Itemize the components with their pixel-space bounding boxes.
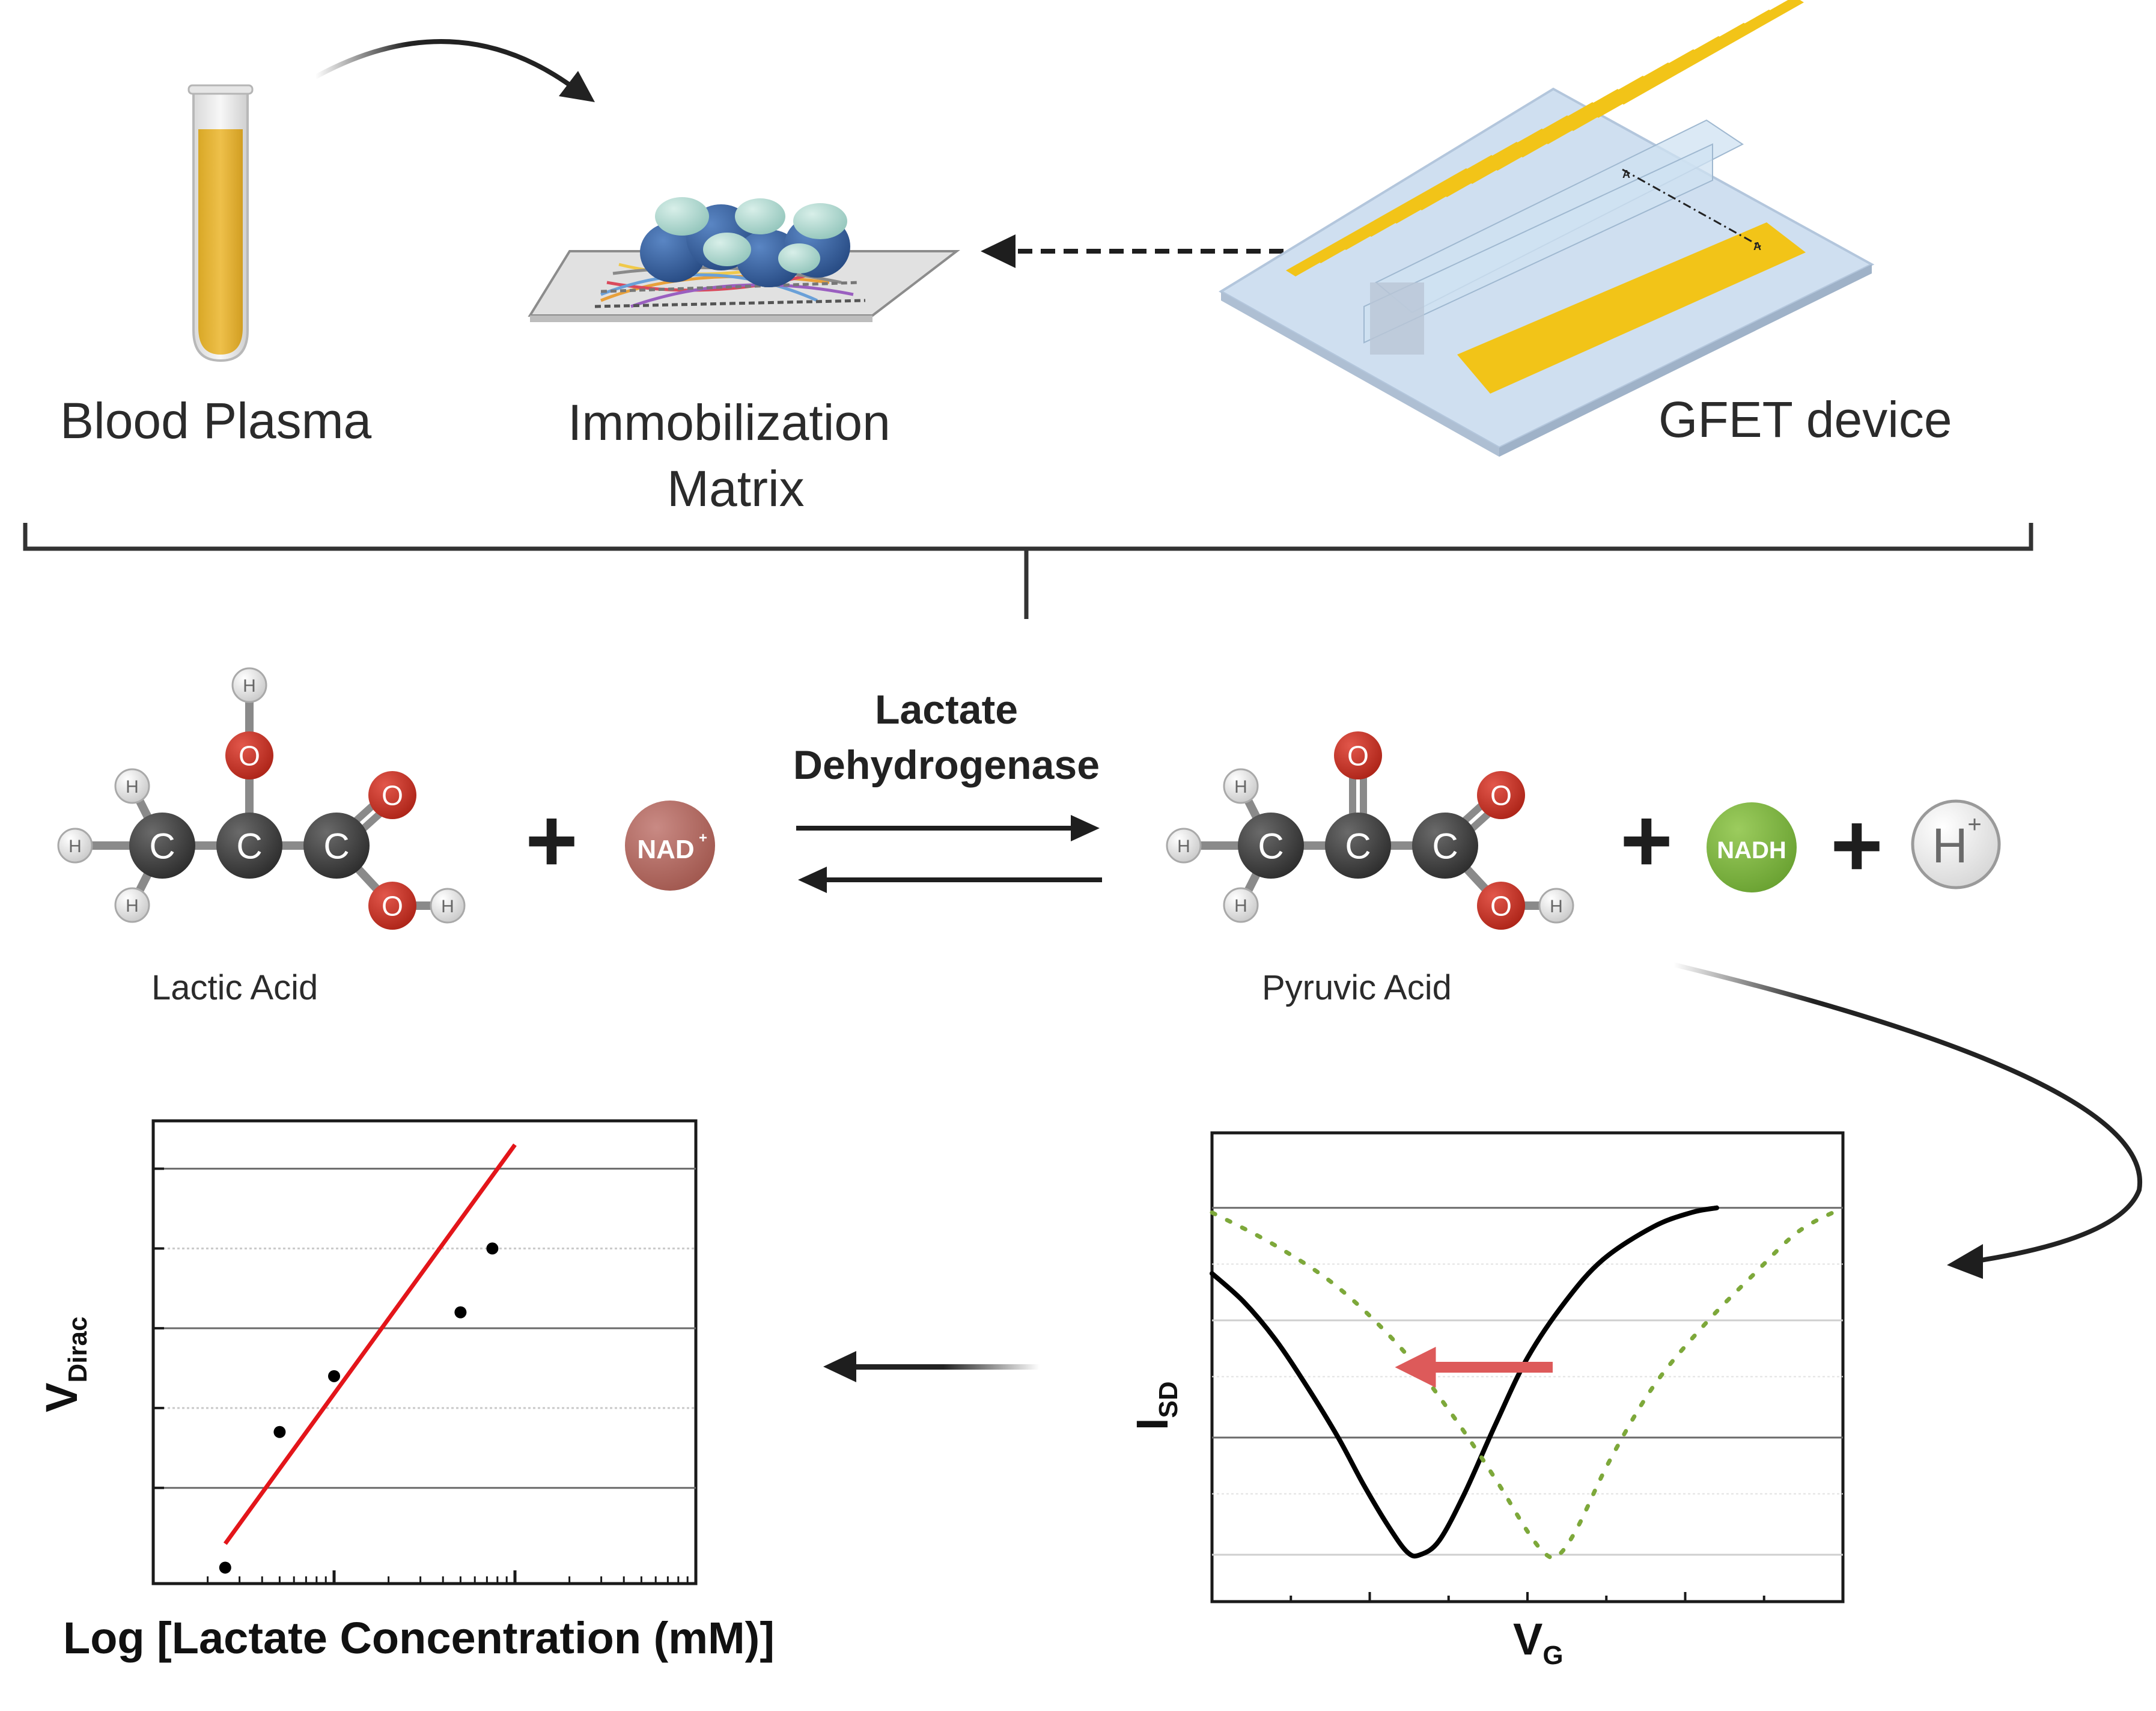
- carbon-atom: C: [303, 813, 370, 879]
- plus-sign: +: [525, 790, 578, 891]
- hydrogen-atom: H: [57, 828, 93, 864]
- svg-text:H: H: [1177, 837, 1190, 856]
- chart2-x-axis-label: VG: [1513, 1614, 1564, 1670]
- oxygen-atom: O: [1477, 771, 1525, 819]
- svg-text:H: H: [441, 897, 454, 916]
- equilibrium-arrows-icon: [796, 815, 1102, 893]
- enzyme-label: Lactate Dehydrogenase: [787, 682, 1106, 793]
- gfet-device-label: GFET device: [1658, 391, 1952, 448]
- dashed-arrow-icon: [981, 234, 1425, 317]
- nad-icon: NAD +: [625, 801, 715, 891]
- pyruvic-acid-molecule: H H H C C C O O O H: [1166, 731, 1574, 930]
- enzyme-line1: Lactate: [874, 687, 1019, 733]
- carbon-atom: C: [1325, 813, 1391, 879]
- svg-text:H: H: [126, 896, 139, 916]
- pyruvic-acid-label: Pyruvic Acid: [1262, 968, 1452, 1007]
- chart1-y-axis-label: VDirac: [37, 1316, 93, 1412]
- immobilization-label: Immobilization: [568, 394, 891, 451]
- svg-text:C: C: [1345, 826, 1371, 867]
- chart1-x-axis-label: Log [Lactate Concentration (mM)]: [63, 1613, 775, 1663]
- lactic-acid-label: Lactic Acid: [151, 968, 318, 1007]
- svg-text:H: H: [126, 777, 139, 797]
- carbon-atom: C: [1238, 813, 1304, 879]
- svg-text:NADH: NADH: [1717, 837, 1786, 864]
- svg-text:C: C: [149, 826, 175, 867]
- svg-text:O: O: [1490, 891, 1512, 922]
- chart2-solid-curve: [1210, 1205, 1719, 1559]
- shift-arrow-head-icon: [1395, 1347, 1436, 1388]
- svg-text:+: +: [1967, 811, 1981, 838]
- curved-arrow-icon: [1673, 962, 2143, 1279]
- svg-text:C: C: [323, 826, 349, 867]
- blood-plasma-label: Blood Plasma: [60, 392, 372, 449]
- vdirac-chart: [151, 1119, 698, 1585]
- svg-text:H: H: [1932, 819, 1967, 873]
- svg-text:H: H: [69, 837, 82, 856]
- svg-text:O: O: [239, 740, 260, 772]
- svg-text:H: H: [1550, 897, 1563, 916]
- gfet-marker-a: A: [1753, 240, 1761, 252]
- svg-text:+: +: [699, 830, 707, 846]
- carbon-atom: C: [1412, 813, 1478, 879]
- oxygen-atom: O: [225, 731, 273, 779]
- svg-text:H: H: [1234, 777, 1247, 797]
- chart1-fit-line: [223, 1143, 517, 1545]
- svg-text:C: C: [236, 826, 262, 867]
- curved-arrow-icon: [314, 39, 595, 102]
- gfet-marker-a: A: [1622, 168, 1630, 180]
- hydrogen-atom: H: [231, 667, 267, 703]
- chart2-y-axis-label: ISD: [1127, 1381, 1183, 1430]
- plus-sign: +: [1830, 795, 1883, 895]
- svg-text:H: H: [1234, 896, 1247, 916]
- oxygen-atom: O: [368, 771, 416, 819]
- hydrogen-atom: H: [1223, 768, 1259, 804]
- svg-text:O: O: [1347, 740, 1369, 772]
- carbon-atom: C: [216, 813, 282, 879]
- chart1-data-point: [273, 1426, 286, 1438]
- hydrogen-atom: H: [430, 888, 466, 924]
- immobilization-matrix-icon: [528, 197, 960, 322]
- chart1-data-point: [328, 1370, 340, 1382]
- oxygen-atom: O: [1477, 882, 1525, 930]
- svg-text:NAD: NAD: [637, 835, 694, 864]
- svg-text:H: H: [243, 676, 256, 696]
- gfet-device-icon: A A: [1219, 0, 1875, 457]
- proton-icon: H +: [1911, 799, 2001, 889]
- hydrogen-atom: H: [1538, 888, 1574, 924]
- lactic-acid-molecule: H H H C C C O H O O H: [57, 667, 466, 930]
- hydrogen-atom: H: [114, 768, 150, 804]
- straight-arrow-icon: [823, 1351, 1040, 1382]
- isd-chart: [1210, 1131, 1845, 1603]
- oxygen-atom: O: [368, 882, 416, 930]
- electrode-fingers: [1286, 0, 1804, 276]
- hydrogen-atom: H: [1223, 887, 1259, 923]
- svg-text:O: O: [382, 780, 403, 811]
- nadh-icon: NADH: [1707, 802, 1797, 892]
- svg-text:O: O: [382, 891, 403, 922]
- bracket: [23, 523, 2033, 619]
- chart1-data-point: [486, 1242, 499, 1255]
- chart1-data-point: [454, 1306, 467, 1319]
- plus-sign: +: [1620, 790, 1673, 891]
- svg-text:O: O: [1490, 780, 1512, 811]
- hydrogen-atom: H: [1166, 828, 1202, 864]
- blood-tube-icon: [187, 84, 254, 362]
- svg-text:C: C: [1432, 826, 1458, 867]
- svg-text:C: C: [1258, 826, 1284, 867]
- hydrogen-atom: H: [114, 887, 150, 923]
- oxygen-atom: O: [1334, 731, 1382, 779]
- chart1-plot-area: [151, 1119, 698, 1585]
- enzyme-line2: Dehydrogenase: [793, 742, 1100, 788]
- chart2-dotted-curve: [1210, 1206, 1845, 1560]
- matrix-label: Matrix: [667, 460, 805, 517]
- electrode-finger: [1614, 0, 1804, 105]
- chart1-data-point: [219, 1561, 231, 1574]
- carbon-atom: C: [129, 813, 195, 879]
